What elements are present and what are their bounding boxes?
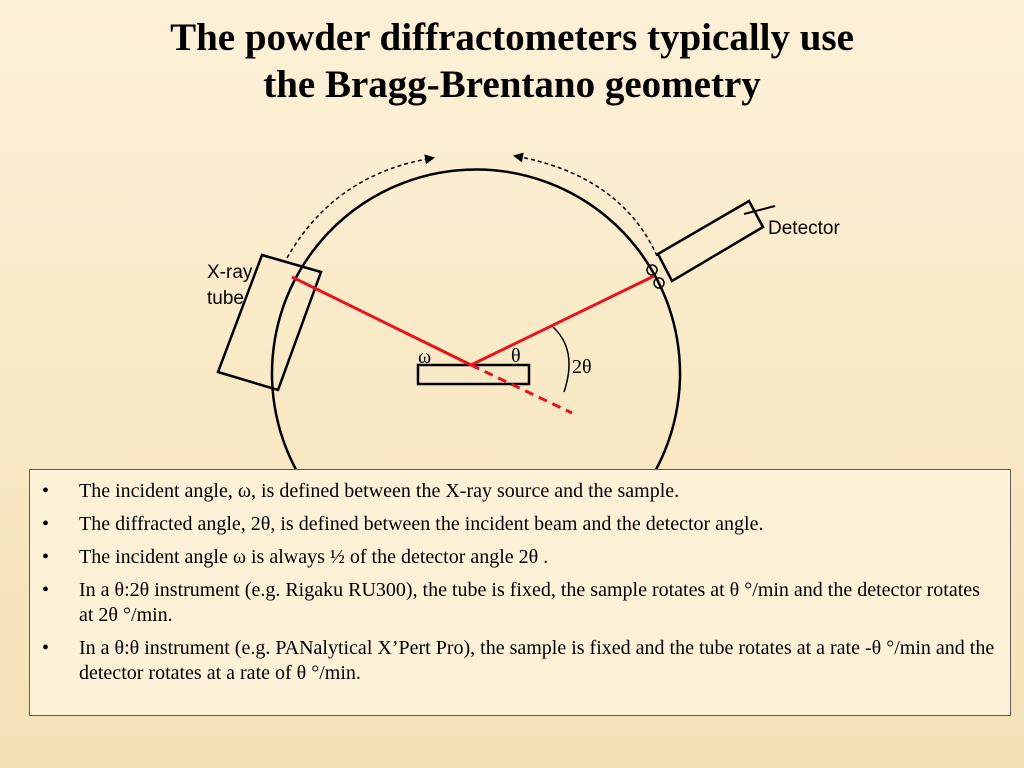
incident-beam-extension xyxy=(470,363,573,415)
two-theta-label: 2θ xyxy=(572,356,592,378)
xray-tube-label-line-1: X-ray xyxy=(207,262,253,283)
bullet-icon: • xyxy=(42,546,50,568)
theta-label: θ xyxy=(511,345,521,367)
bullet-icon: • xyxy=(42,480,50,502)
list-item-text: The diffracted angle, 2θ, is defined bet… xyxy=(79,513,764,535)
tube-rotation-arrow xyxy=(286,154,435,259)
title-line-2: the Bragg-Brentano geometry xyxy=(263,63,761,106)
list-item: • In a θ:θ instrument (e.g. PANalytical X… xyxy=(42,636,996,686)
bullet-icon: • xyxy=(42,579,50,601)
xray-tube-label-line-2: tube xyxy=(207,288,244,309)
two-theta-arc xyxy=(552,326,570,393)
omega-label: ω xyxy=(418,346,431,368)
detector-slit-circle-2 xyxy=(653,277,665,289)
title-line-1: The powder diffractometers typically use xyxy=(170,16,854,59)
detector-slit-circle-1 xyxy=(646,264,658,276)
diffracted-beam xyxy=(470,274,655,367)
incident-beam xyxy=(291,275,472,367)
explanation-box: • The incident angle, ω, is defined betwe… xyxy=(29,469,1011,716)
list-item-text: In a θ:2θ instrument (e.g. Rigaku RU300)… xyxy=(79,579,980,626)
list-item: • The diffracted angle, 2θ, is defined be… xyxy=(42,512,996,537)
slide-title: The powder diffractometers typically use… xyxy=(0,14,1024,108)
list-item-text: In a θ:θ instrument (e.g. PANalytical X’… xyxy=(79,637,995,684)
bullet-icon: • xyxy=(42,637,50,659)
list-item: • The incident angle ω is always ½ of the… xyxy=(42,545,996,570)
detector-rotation-arrow xyxy=(513,152,658,257)
explanation-list: • The incident angle, ω, is defined betwe… xyxy=(42,479,996,686)
xray-tube xyxy=(216,253,323,392)
bullet-icon: • xyxy=(42,513,50,535)
list-item: • In a θ:2θ instrument (e.g. Rigaku RU300… xyxy=(42,578,996,628)
list-item: • The incident angle, ω, is defined betwe… xyxy=(42,479,996,504)
detector-label: Detector xyxy=(768,218,840,239)
detector-slit xyxy=(743,205,776,215)
sample xyxy=(416,363,531,386)
list-item-text: The incident angle, ω, is defined betwee… xyxy=(79,480,680,502)
goniometer-circle xyxy=(270,168,682,481)
list-item-text: The incident angle ω is always ½ of the … xyxy=(79,546,549,568)
detector-box xyxy=(656,199,765,283)
